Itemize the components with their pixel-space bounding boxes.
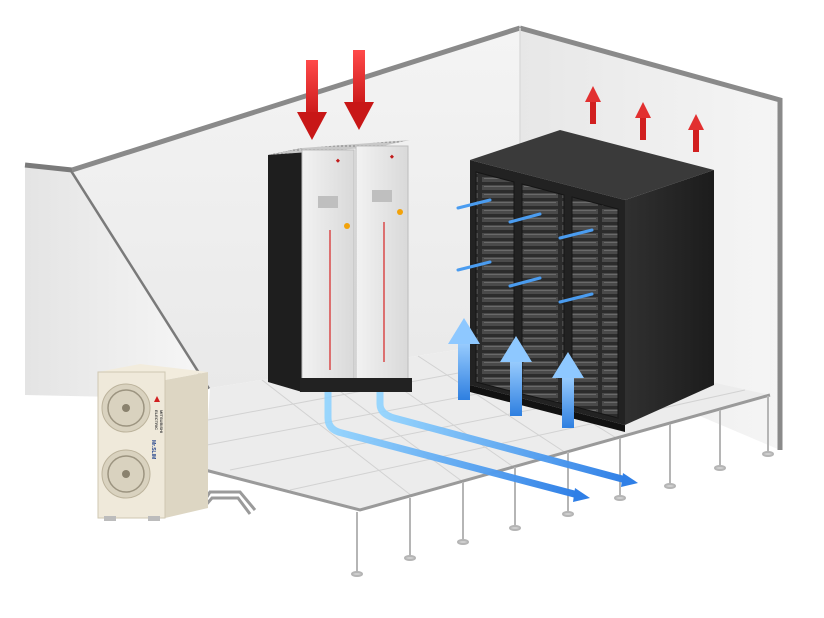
crac-unit-1-panel [318,196,338,208]
crac-unit-1-indicator [344,223,350,229]
crac-unit-2-indicator [397,209,403,215]
outdoor-unit: MITSUBISHI ELECTRIC Mr.SLIM [98,364,208,521]
underfloor-stream-2-head [621,473,638,487]
fan-icon [102,450,150,498]
fan-icon [102,384,150,432]
underfloor-stream-1-head [573,488,590,502]
crac-units: ◆ ◆ [268,140,412,392]
outdoor-unit-foot [148,516,160,521]
outdoor-unit-brand-line-2: ELECTRIC [154,410,159,430]
server-racks [470,130,714,432]
rack-3-servers [572,197,618,418]
crac-side-panel [268,148,302,392]
crac-base [300,378,412,392]
outdoor-unit-side [165,372,208,518]
crac-unit-1-front [302,150,354,390]
crac-unit-2-front [356,146,408,382]
outdoor-unit-model-label: Mr.SLIM [150,440,156,459]
rack-side [625,170,714,425]
crac-unit-2-panel [372,190,392,202]
crac-unit-2-logo: ◆ [389,154,394,160]
outdoor-unit-foot [104,516,116,521]
outdoor-unit-piping [205,492,255,514]
crac-unit-1-logo: ◆ [335,158,340,164]
